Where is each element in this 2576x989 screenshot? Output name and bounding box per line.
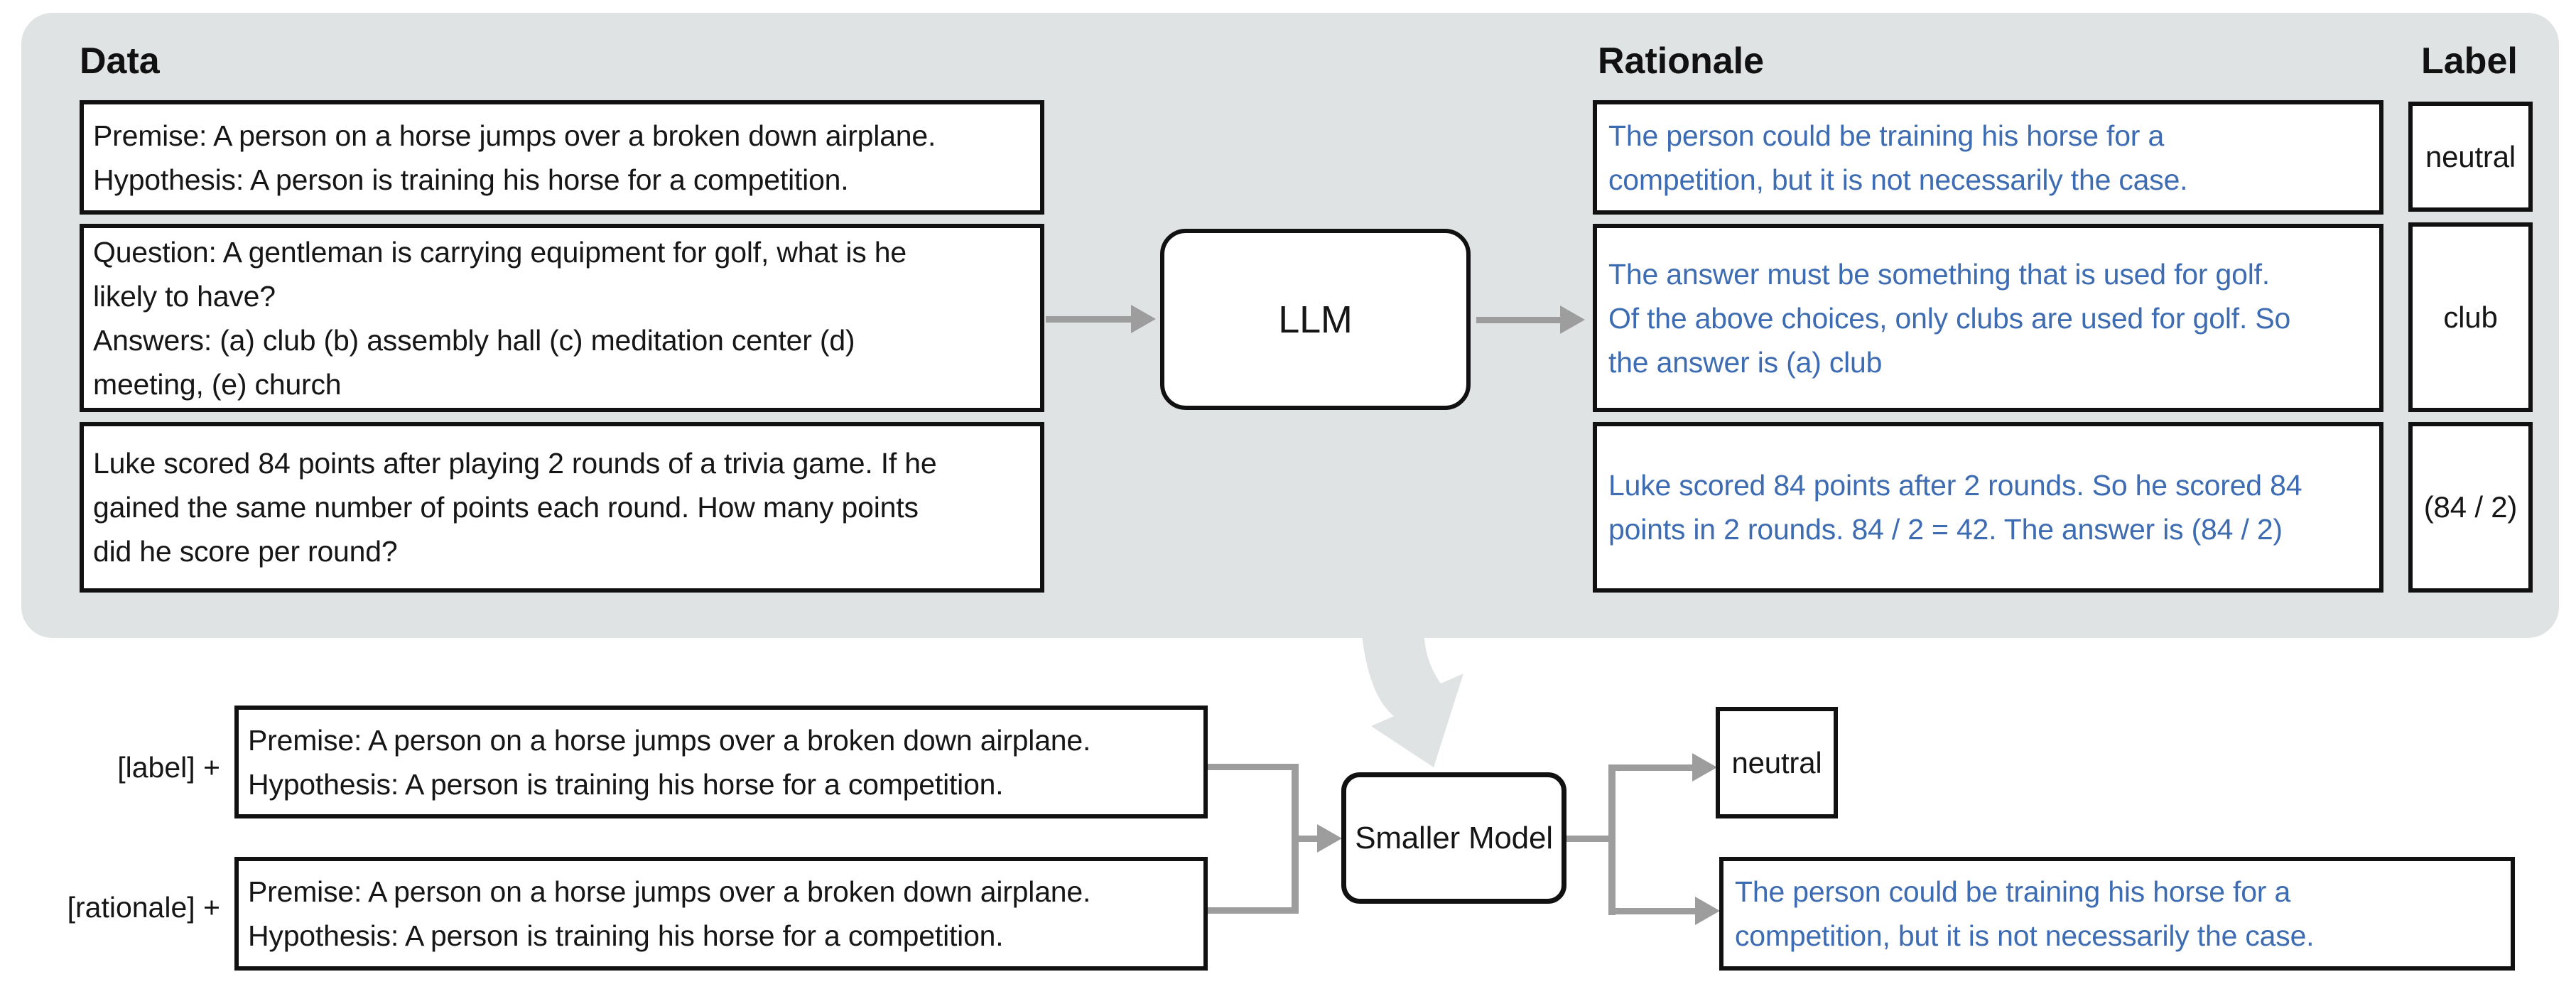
label-box-neutral: neutral [2408, 102, 2533, 212]
input-box-rationale-training: Premise: A person on a horse jumps over … [234, 857, 1208, 971]
data-box-commonsense-qa: Question: A gentleman is carrying equipm… [80, 224, 1044, 412]
data-to-llm-arrow-shaft [1046, 316, 1131, 323]
smaller-model-box: Smaller Model [1341, 772, 1566, 904]
model-output-stub-line [1566, 836, 1609, 842]
llm-box: LLM [1160, 229, 1471, 410]
output-bottom-arrow-icon [1695, 897, 1720, 925]
output-top-arrow-icon [1692, 753, 1717, 782]
input-merge-top-line [1208, 764, 1299, 770]
output-label-box: neutral [1716, 707, 1838, 818]
rationale-box-arithmetic: Luke scored 84 points after 2 rounds. So… [1593, 422, 2383, 593]
input-merge-bottom-line [1208, 907, 1299, 914]
data-heading: Data [80, 40, 160, 82]
label-heading: Label [2421, 40, 2518, 82]
label-box-club: club [2408, 222, 2533, 412]
llm-to-rationale-arrow-shaft [1476, 317, 1560, 323]
rationale-box-commonsense-qa: The answer must be something that is use… [1593, 224, 2383, 412]
input-merge-vertical-line [1292, 764, 1299, 914]
rationale-heading: Rationale [1598, 40, 1765, 82]
data-box-nli: Premise: A person on a horse jumps over … [80, 100, 1044, 215]
output-rationale-box: The person could be training his horse f… [1719, 857, 2515, 971]
llm-to-rationale-arrow-icon [1560, 306, 1585, 334]
label-box-84-2: (84 / 2) [2408, 422, 2533, 593]
output-top-arrow-shaft [1616, 764, 1692, 771]
input-box-label-training: Premise: A person on a horse jumps over … [234, 706, 1208, 818]
data-to-llm-arrow-icon [1131, 305, 1156, 333]
rationale-prefix-text: [rationale] + [67, 891, 220, 924]
merge-to-model-arrow-shaft [1299, 836, 1319, 842]
output-split-vertical-line [1608, 764, 1616, 915]
data-box-arithmetic: Luke scored 84 points after playing 2 ro… [80, 422, 1044, 593]
label-prefix-text: [label] + [117, 751, 220, 784]
rationale-box-nli: The person could be training his horse f… [1593, 100, 2383, 215]
output-bottom-arrow-shaft [1616, 908, 1695, 914]
merge-to-model-arrow-icon [1317, 824, 1342, 853]
